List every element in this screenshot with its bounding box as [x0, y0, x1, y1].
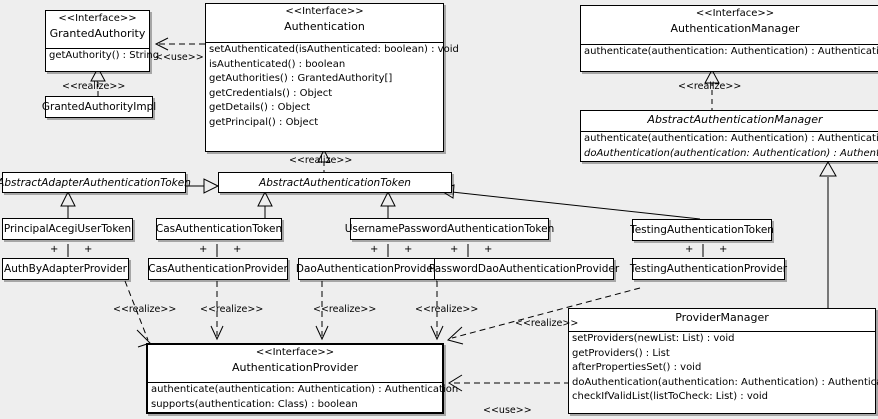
class-name-label: ProviderManager — [675, 311, 769, 324]
class-name-label: PrincipalAcegiUserToken — [3, 223, 132, 235]
class-name-label: UsernamePasswordAuthenticationToken — [344, 223, 555, 235]
operation-item: getDetails() : Object — [209, 102, 311, 113]
class-name-label: AbstractAdapterAuthenticationToken — [0, 176, 191, 189]
class-authentication-provider[interactable]: <<Interface>> AuthenticationProvider aut… — [146, 343, 459, 414]
visibility-marker-plus: + — [84, 244, 93, 255]
class-name-label: CasAuthenticationToken — [155, 223, 283, 235]
class-abstract-authentication-manager[interactable]: AbstractAuthenticationManager authentica… — [580, 110, 878, 162]
operation-item: getPrincipal() : Object — [209, 116, 319, 128]
operation-item: getAuthority() : String — [49, 50, 160, 61]
visibility-marker-plus: + — [450, 244, 459, 255]
class-password-dao-authentication-provider[interactable]: PasswordDaoAuthenticationProvider — [429, 258, 619, 280]
class-header: <<Interface>> AuthenticationProvider — [148, 345, 442, 382]
visibility-marker-plus: + — [50, 244, 59, 255]
operation-item: getProviders() : List — [572, 347, 670, 359]
class-name-label: AuthByAdapterProvider — [4, 263, 127, 275]
visibility-marker-plus: + — [685, 244, 694, 255]
class-dao-authentication-provider[interactable]: DaoAuthenticationProvider — [295, 258, 438, 280]
visibility-marker-plus: + — [233, 244, 242, 255]
operation-item: doAuthentication(authentication: Authent… — [584, 147, 878, 159]
operation-item: getAuthorities() : GrantedAuthority[] — [209, 73, 393, 84]
class-testing-authentication-token[interactable]: TestingAuthenticationToken — [630, 219, 774, 241]
edge-label-realize-cas-provider: <<realize>> — [200, 304, 264, 315]
operation-item: checkIfValidList(listToCheck: List) : vo… — [572, 391, 769, 402]
operation-item: authenticate(authentication: Authenticat… — [151, 384, 459, 395]
operation-item: doAuthentication(authentication: Authent… — [572, 376, 878, 388]
class-name-label: Authentication — [284, 20, 365, 33]
operation-item: setAuthenticated(isAuthenticated: boolea… — [209, 44, 459, 55]
class-header: AbstractAuthenticationManager — [581, 111, 878, 131]
operation-item: supports(authentication: Class) : boolea… — [151, 398, 358, 410]
class-name-label: CasAuthenticationProvider — [148, 263, 288, 275]
visibility-marker-plus: + — [404, 244, 413, 255]
class-cas-authentication-provider[interactable]: CasAuthenticationProvider — [148, 258, 288, 280]
class-name-label: AuthenticationProvider — [231, 361, 359, 374]
operations-compartment: setProviders(newList: List) : void getPr… — [569, 331, 878, 406]
stereotype-label: <<Interface>> — [58, 13, 137, 24]
edge-label-realize-abstract-auth-manager: <<realize>> — [678, 81, 742, 92]
class-name-label: AbstractAuthenticationManager — [647, 113, 823, 126]
class-abstract-authentication-token[interactable]: AbstractAuthenticationToken — [218, 172, 452, 193]
class-header: <<Interface>> AuthenticationManager — [581, 6, 878, 44]
class-principal-acegi-user-token[interactable]: PrincipalAcegiUserToken — [2, 218, 133, 240]
operation-item: authenticate(authentication: Authenticat… — [584, 133, 878, 144]
operations-compartment: authenticate(authentication: Authenticat… — [581, 131, 878, 162]
class-authentication-manager[interactable]: <<Interface>> AuthenticationManager auth… — [580, 5, 878, 72]
visibility-marker-plus: + — [484, 244, 493, 255]
class-abstract-adapter-authentication-token[interactable]: AbstractAdapterAuthenticationToken — [0, 172, 191, 193]
class-name-label: GrantedAuthority — [49, 27, 146, 40]
visibility-marker-plus: + — [199, 244, 208, 255]
edge-label-realize-dao-provider: <<realize>> — [313, 304, 377, 315]
class-provider-manager[interactable]: ProviderManager setProviders(newList: Li… — [568, 308, 878, 414]
edge-label-use-provider-manager: <<use>> — [483, 405, 532, 416]
class-header: <<Interface>> GrantedAuthority — [46, 11, 149, 48]
edge-label-use-granted-authority: <<use>> — [155, 52, 204, 63]
operations-compartment: setAuthenticated(isAuthenticated: boolea… — [206, 42, 459, 131]
stereotype-label: <<Interface>> — [285, 6, 364, 17]
operation-item: isAuthenticated() : boolean — [209, 58, 346, 70]
class-testing-authentication-provider[interactable]: TestingAuthenticationProvider — [629, 258, 788, 280]
class-header: ProviderManager — [569, 309, 875, 331]
edge-label-realize-granted-authority-impl: <<realize>> — [62, 81, 126, 92]
operations-compartment: getAuthority() : String — [46, 48, 160, 65]
stereotype-label: <<Interface>> — [255, 347, 335, 358]
class-name-label: PasswordDaoAuthenticationProvider — [428, 263, 620, 275]
class-cas-authentication-token[interactable]: CasAuthenticationToken — [156, 218, 282, 240]
class-name-label: AbstractAuthenticationToken — [259, 176, 411, 189]
class-auth-by-adapter-provider[interactable]: AuthByAdapterProvider — [2, 258, 129, 280]
operations-compartment: authenticate(authentication: Authenticat… — [581, 44, 878, 61]
visibility-marker-plus: + — [719, 244, 728, 255]
class-name-label: GrantedAuthorityImpl — [41, 101, 157, 113]
class-name-label: TestingAuthenticationProvider — [629, 263, 788, 275]
class-authentication[interactable]: <<Interface>> Authentication setAuthenti… — [205, 3, 459, 152]
edge-label-realize-password-dao-provider: <<realize>> — [415, 304, 479, 315]
class-header: <<Interface>> Authentication — [206, 4, 443, 42]
edge-label-realize-auth-by-adapter: <<realize>> — [113, 304, 177, 315]
edge-label-realize-abstract-auth-token: <<realize>> — [289, 155, 353, 166]
class-username-password-authentication-token[interactable]: UsernamePasswordAuthenticationToken — [345, 218, 554, 240]
class-granted-authority-impl[interactable]: GrantedAuthorityImpl — [41, 96, 157, 118]
class-name-label: DaoAuthenticationProvider — [295, 263, 438, 275]
class-name-label: TestingAuthenticationToken — [630, 224, 774, 236]
operation-item: authenticate(authentication: Authenticat… — [584, 46, 878, 57]
class-name-label: AuthenticationManager — [670, 22, 800, 35]
operations-compartment: authenticate(authentication: Authenticat… — [148, 382, 459, 413]
stereotype-label: <<Interface>> — [695, 8, 775, 19]
operation-item: setProviders(newList: List) : void — [572, 333, 735, 344]
class-granted-authority[interactable]: <<Interface>> GrantedAuthority getAuthor… — [45, 10, 160, 72]
edge-label-realize-testing-provider: <<realize>> — [515, 318, 579, 329]
operation-item: getCredentials() : Object — [209, 87, 333, 99]
operation-item: afterPropertiesSet() : void — [572, 362, 702, 373]
visibility-marker-plus: + — [370, 244, 379, 255]
